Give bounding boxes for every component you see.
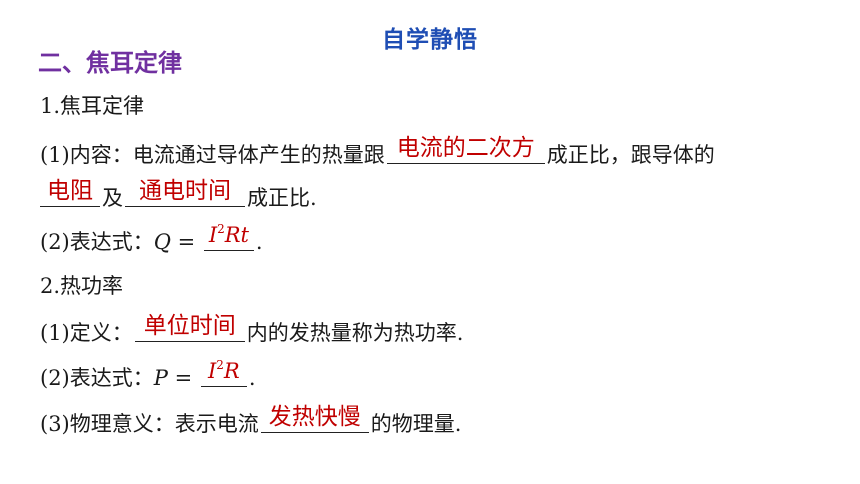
content-and-text: 及	[102, 186, 123, 210]
power-expression-prefix-text: (2)表达式：	[40, 366, 154, 390]
expression-variable-p: P	[153, 366, 168, 390]
expression-equals: =	[170, 230, 202, 254]
power-formula-base: I	[207, 359, 217, 383]
power-formula-tail: R	[223, 359, 240, 383]
meaning-suffix-text: 的物理量.	[370, 412, 462, 436]
content-prefix-text: (1)内容：电流通过导体产生的热量跟	[40, 143, 385, 167]
definition-suffix-text: 内的发热量称为热功率.	[246, 321, 464, 345]
content-middle-text: 成正比，跟导体的	[546, 143, 715, 167]
answer-power-formula: I2R	[201, 352, 247, 384]
heading-joule-law-text: 1.焦耳定律	[40, 94, 145, 118]
joule-law-content-line-1: (1)内容：电流通过导体产生的热量跟电流的二次方成正比，跟导体的	[40, 135, 715, 169]
answer-heat-speed: 发热快慢	[268, 404, 361, 430]
blank-time: 通电时间	[125, 178, 245, 207]
heading-joule-law: 1.焦耳定律	[40, 92, 144, 120]
page-header-title: 自学静悟	[382, 27, 478, 53]
heat-power-expression-line: (2)表达式：P = I2R.	[40, 358, 256, 392]
blank-heat-speed: 发热快慢	[260, 404, 369, 433]
answer-time: 通电时间	[139, 178, 231, 204]
heading-heat-power-text: 2.热功率	[40, 274, 124, 298]
blank-resistance: 电阻	[40, 178, 100, 207]
blank-joule-formula: I2Rt	[203, 222, 254, 251]
heading-heat-power: 2.热功率	[40, 272, 123, 300]
answer-resistance: 电阻	[47, 178, 93, 204]
formula-exponent: 2	[217, 222, 225, 236]
formula-base: I	[208, 223, 218, 247]
formula-tail: Rt	[224, 223, 250, 247]
section-title: 二、焦耳定律	[38, 49, 182, 77]
content-suffix-text: 成正比.	[247, 186, 317, 210]
power-expression-end: .	[248, 366, 256, 390]
definition-prefix-text: (1)定义：	[40, 321, 133, 345]
expression-prefix-text: (2)表达式：	[40, 230, 154, 254]
expression-variable-q: Q	[153, 230, 171, 254]
heat-power-meaning-line: (3)物理意义：表示电流发热快慢的物理量.	[40, 404, 462, 438]
answer-joule-formula: I2Rt	[204, 216, 254, 248]
joule-law-expression-line: (2)表达式：Q = I2Rt.	[40, 222, 263, 256]
expression-end: .	[255, 230, 263, 254]
blank-power-formula: I2R	[200, 358, 247, 387]
blank-current-squared: 电流的二次方	[386, 135, 545, 164]
heat-power-definition-line: (1)定义： 单位时间内的发热量称为热功率.	[40, 313, 464, 347]
answer-current-squared: 电流的二次方	[396, 135, 535, 161]
meaning-prefix-text: (3)物理意义：表示电流	[40, 412, 259, 436]
joule-law-content-line-2: 电阻及通电时间成正比.	[40, 178, 317, 212]
power-expression-equals: =	[167, 366, 199, 390]
answer-unit-time: 单位时间	[143, 313, 236, 339]
blank-unit-time: 单位时间	[134, 313, 245, 342]
power-formula-exponent: 2	[216, 358, 224, 372]
